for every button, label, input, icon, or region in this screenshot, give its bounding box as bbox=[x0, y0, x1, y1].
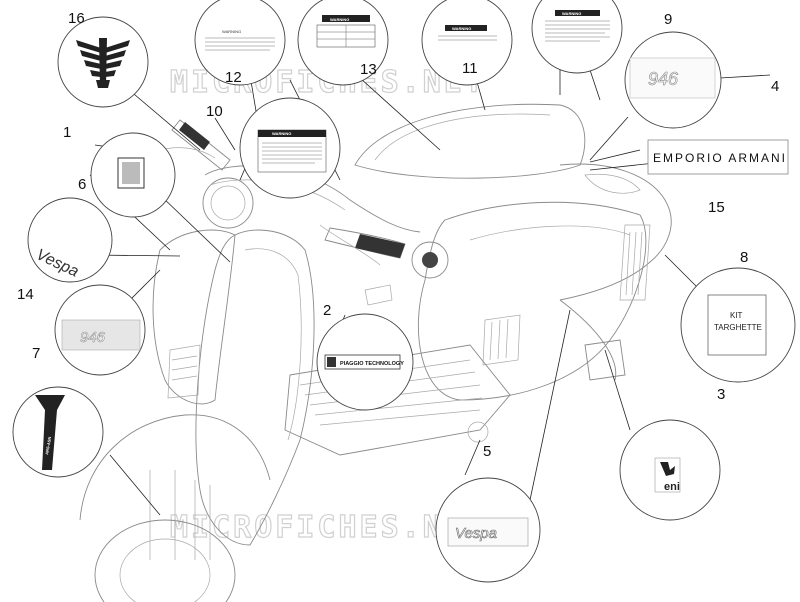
decal-vespa-5: Vespa bbox=[435, 477, 541, 583]
armani-eagle-logo bbox=[76, 38, 130, 88]
decal-warning-10: WARNING bbox=[239, 97, 341, 199]
decal-kit-targhette: KIT TARGHETTE bbox=[680, 267, 796, 383]
callout-7: 7 bbox=[32, 345, 40, 362]
decal-emporio-armani: EMPORIO ARMANI bbox=[647, 139, 789, 175]
callout-10: 10 bbox=[206, 103, 223, 120]
decal-piaggio-tech: PIAGGIO TECHNOLOGY bbox=[316, 313, 414, 411]
callout-16: 16 bbox=[68, 10, 85, 27]
decal-warning-13: WARNING bbox=[297, 0, 389, 86]
svg-text:TARGHETTE: TARGHETTE bbox=[714, 323, 762, 332]
decal-vespa-6: Vespa bbox=[27, 197, 113, 283]
decal-emblem-1 bbox=[90, 132, 176, 218]
decal-warning-9: WARNING bbox=[531, 0, 623, 74]
svg-text:WARNING: WARNING bbox=[452, 26, 471, 31]
decal-side-strip-7: ARS-ASN bbox=[12, 386, 104, 478]
callout-12: 12 bbox=[225, 69, 242, 86]
svg-text:946: 946 bbox=[80, 329, 106, 346]
callout-1: 1 bbox=[63, 124, 71, 141]
callout-2: 2 bbox=[323, 302, 331, 319]
callout-4: 4 bbox=[771, 78, 779, 95]
callout-15: 15 bbox=[708, 199, 725, 216]
svg-text:KIT: KIT bbox=[730, 311, 743, 320]
callout-8: 8 bbox=[740, 249, 748, 266]
callout-numbers: 1 2 3 4 5 6 7 8 9 10 11 12 13 14 15 16 bbox=[17, 10, 779, 460]
svg-text:ARS-ASN: ARS-ASN bbox=[44, 436, 52, 455]
svg-text:WARNING: WARNING bbox=[562, 11, 581, 16]
decal-946-script: 946 bbox=[624, 31, 722, 129]
scooter-outline bbox=[79, 103, 672, 602]
watermark-bottom: MICROFICHES.NET bbox=[170, 510, 486, 545]
svg-text:WARNING: WARNING bbox=[222, 29, 241, 34]
callout-3: 3 bbox=[717, 386, 725, 403]
decal-eni: eni bbox=[619, 419, 721, 521]
callout-9: 9 bbox=[664, 11, 672, 28]
decal-warning-11: WARNING bbox=[421, 0, 513, 86]
svg-text:Vespa: Vespa bbox=[455, 525, 497, 542]
svg-text:946: 946 bbox=[648, 69, 679, 89]
svg-text:WARNING: WARNING bbox=[272, 131, 291, 136]
svg-text:EMPORIO ARMANI: EMPORIO ARMANI bbox=[653, 151, 785, 165]
decal-946-plate: 946 bbox=[54, 284, 146, 376]
callout-5: 5 bbox=[483, 443, 491, 460]
callout-11: 11 bbox=[462, 60, 478, 77]
decal-armani-eagle bbox=[57, 16, 149, 108]
svg-text:PIAGGIO TECHNOLOGY: PIAGGIO TECHNOLOGY bbox=[340, 361, 404, 367]
callout-6: 6 bbox=[78, 176, 86, 193]
callout-13: 13 bbox=[360, 61, 377, 78]
svg-text:eni: eni bbox=[664, 481, 680, 493]
callout-14: 14 bbox=[17, 286, 34, 303]
decal-warning-12: WARNING bbox=[194, 0, 286, 86]
svg-text:WARNING: WARNING bbox=[330, 17, 349, 22]
